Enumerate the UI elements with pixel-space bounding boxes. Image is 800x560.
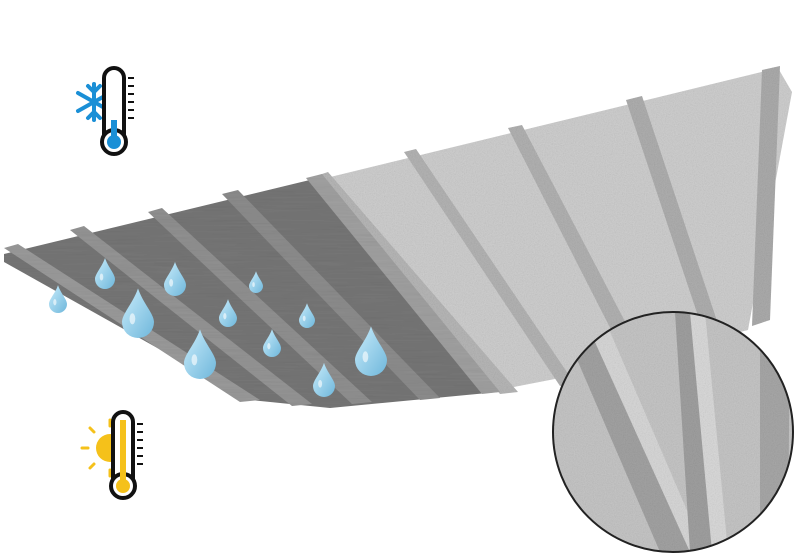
water-drop-highlight xyxy=(99,273,104,281)
water-drop-icon xyxy=(122,288,154,338)
water-drop-highlight xyxy=(362,351,369,363)
water-drop-highlight xyxy=(302,315,306,322)
water-drop-icon xyxy=(313,362,335,397)
water-drop-highlight xyxy=(318,379,323,388)
water-drop-highlight xyxy=(191,354,198,366)
water-drop-icon xyxy=(184,329,216,379)
warm-thermometer-icon xyxy=(80,410,143,500)
felt-surface xyxy=(316,66,792,394)
water-drop-highlight xyxy=(53,299,57,306)
water-drop-icon xyxy=(263,329,281,357)
water-drop-icon xyxy=(355,326,387,376)
water-drop-highlight xyxy=(129,313,136,325)
water-drop-icon xyxy=(249,271,263,293)
water-drop-highlight xyxy=(169,278,174,287)
water-drop-icon xyxy=(95,258,115,289)
water-drop-icon xyxy=(299,303,315,328)
water-drop-icon xyxy=(219,299,237,327)
water-drop-highlight xyxy=(252,282,255,288)
water-drop-icon xyxy=(49,285,67,313)
zoom-lens xyxy=(552,311,794,553)
metal-surface xyxy=(4,174,500,408)
water-drop-highlight xyxy=(223,313,227,320)
water-drop-icon xyxy=(164,261,186,296)
cold-thermometer-icon xyxy=(76,66,134,156)
water-drops xyxy=(49,258,387,397)
water-drop-highlight xyxy=(267,343,271,350)
